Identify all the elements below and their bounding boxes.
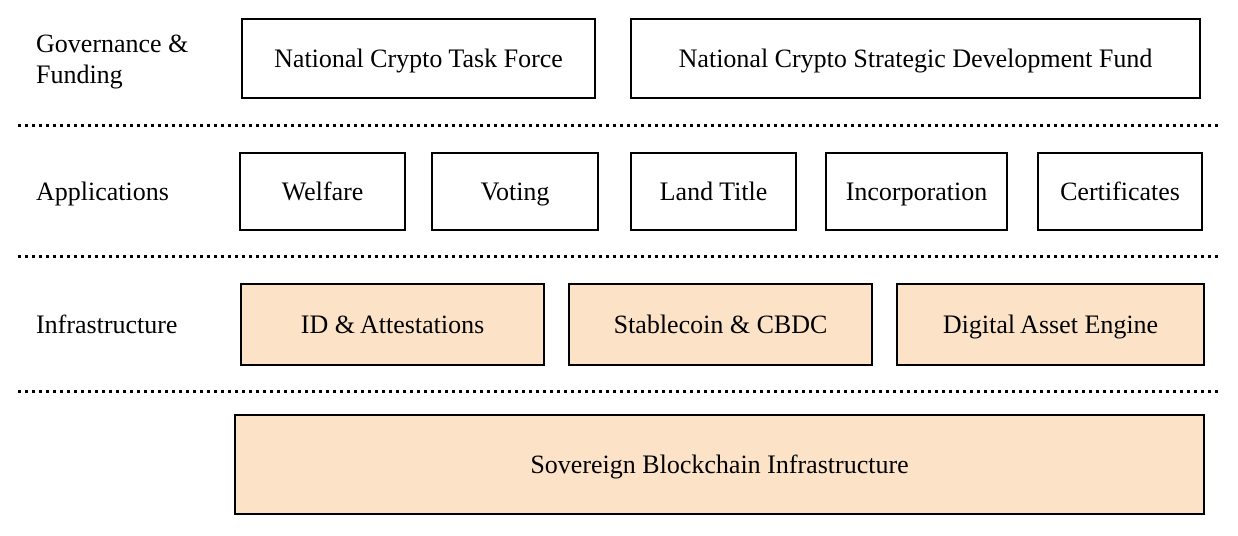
box-voting: Voting bbox=[431, 152, 599, 231]
box-sovereign-blockchain-infrastructure: Sovereign Blockchain Infrastructure bbox=[234, 414, 1205, 515]
box-digital-asset-engine: Digital Asset Engine bbox=[896, 283, 1205, 366]
dotted-divider-2 bbox=[18, 255, 1221, 258]
box-certificates: Certificates bbox=[1037, 152, 1203, 231]
dotted-divider-3 bbox=[18, 390, 1221, 393]
box-id-attestations: ID & Attestations bbox=[240, 283, 545, 366]
box-welfare: Welfare bbox=[239, 152, 406, 231]
box-national-crypto-strategic-development-fund: National Crypto Strategic Development Fu… bbox=[630, 18, 1201, 99]
layer-label-governance-funding: Governance & Funding bbox=[36, 28, 189, 89]
box-incorporation: Incorporation bbox=[825, 152, 1008, 231]
layer-label-applications: Applications bbox=[36, 177, 169, 206]
layer-label-infrastructure: Infrastructure bbox=[36, 310, 178, 339]
box-stablecoin-cbdc: Stablecoin & CBDC bbox=[568, 283, 873, 366]
dotted-divider-1 bbox=[18, 124, 1221, 127]
box-land-title: Land Title bbox=[630, 152, 797, 231]
box-national-crypto-task-force: National Crypto Task Force bbox=[241, 18, 596, 99]
